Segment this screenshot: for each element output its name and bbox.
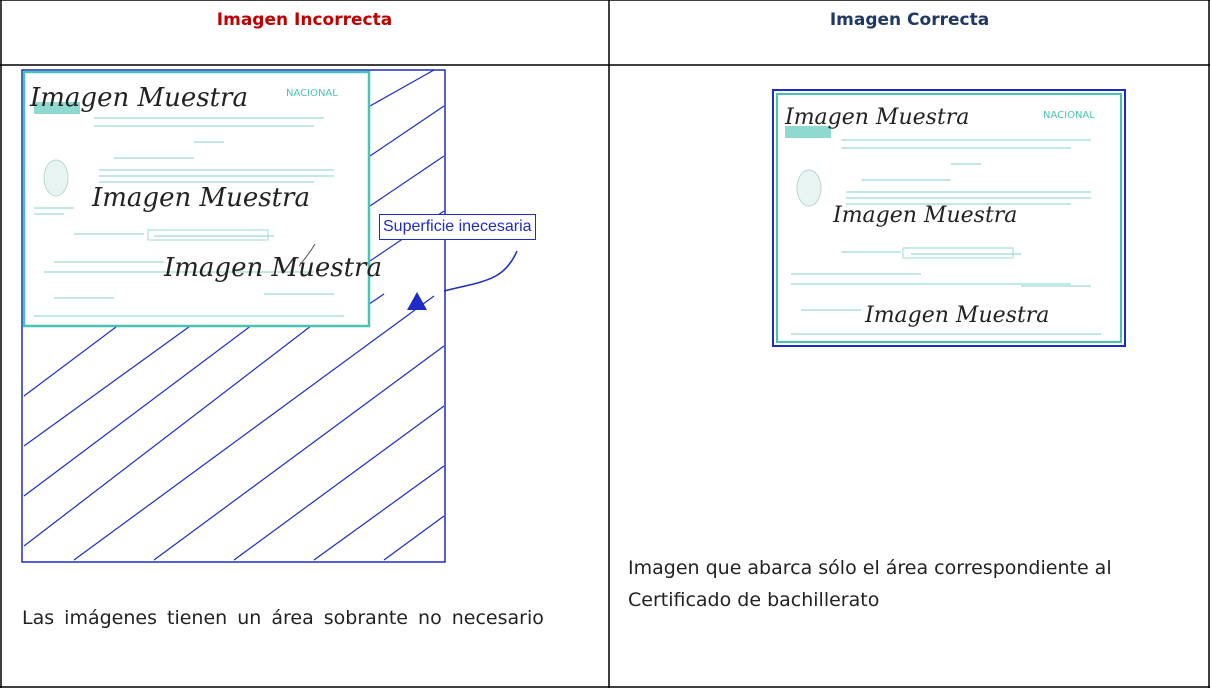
unnecessary-area-label: Superficie inecesaria	[379, 214, 536, 240]
certificate-image-left: NACIONAL Imagen Muestr	[22, 70, 382, 328]
unnecessary-area-hatch	[23, 69, 445, 561]
triangle-arrow-icon	[407, 292, 427, 310]
scanned-area-frame	[21, 69, 446, 563]
incorrect-image-example: NACIONAL Imagen Muestr	[21, 69, 518, 563]
correct-image-description: Imagen que abarca sólo el área correspon…	[628, 557, 1112, 611]
incorrect-image-description: Las imágenes tienen un área sobrante no …	[22, 607, 544, 629]
svg-text:Imagen Muestra: Imagen Muestra	[784, 105, 969, 130]
svg-text:Imagen Muestra: Imagen Muestra	[832, 203, 1017, 228]
header-incorrect-image: Imagen Incorrecta	[216, 10, 393, 30]
svg-text:NACIONAL: NACIONAL	[286, 88, 338, 99]
svg-text:Imagen Muestra: Imagen Muestra	[864, 303, 1049, 328]
svg-text:Imagen Muestra: Imagen Muestra	[91, 183, 310, 213]
correct-image-example: NACIONAL Imagen Muestra Imagen Muestra I…	[772, 89, 1126, 347]
svg-text:Imagen Muestra: Imagen Muestra	[163, 253, 382, 283]
svg-text:NACIONAL: NACIONAL	[1043, 110, 1095, 121]
svg-text:Imagen Muestra: Imagen Muestra	[29, 83, 248, 113]
header-correct-image: Imagen Correcta	[829, 10, 990, 30]
